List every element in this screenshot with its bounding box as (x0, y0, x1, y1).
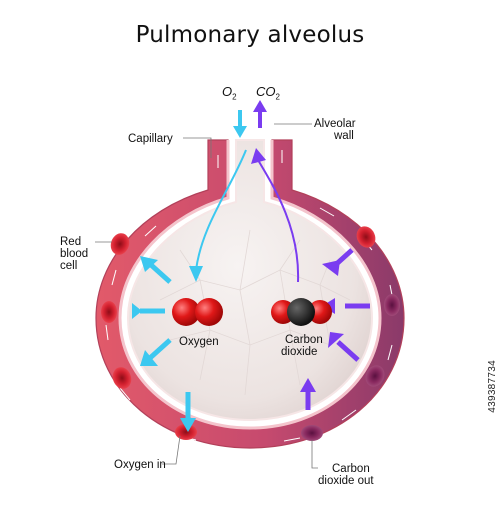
co2-label: CO2 (256, 84, 280, 102)
alveolar-wall-line-2: wall (334, 130, 354, 142)
oxygen-label: Oxygen (179, 336, 219, 348)
carbon-dioxide-molecule (271, 298, 332, 326)
rbc-line-2: blood (60, 248, 89, 260)
rbc-line-1: Red (60, 236, 82, 248)
alveolar-texture (159, 229, 351, 396)
o2-label: O2 (222, 84, 237, 102)
stock-sidebar: 439387734 (486, 0, 500, 500)
capillary-label: Capillary (128, 133, 173, 145)
carbon-dioxide-out-label: Carbon dioxide out (318, 463, 374, 487)
alveolar-wall-line-1: Alveolar (314, 118, 356, 130)
co2-out-line-1: Carbon (332, 463, 370, 475)
leader-lines (95, 123, 318, 469)
carbon-dioxide-label: Carbon dioxide (281, 334, 323, 358)
co2-line-1: Carbon (285, 334, 323, 346)
co2-line-2: dioxide (281, 346, 318, 358)
oxygen-molecule (172, 298, 223, 326)
oxygen-arrows (132, 110, 247, 432)
rbc-line-3: cell (60, 260, 78, 272)
red-blood-cells (101, 226, 400, 441)
red-blood-cell-label: Red blood cell (60, 236, 88, 272)
stock-id: 439387734 (487, 360, 498, 413)
alveolar-wall-label: Alveolar wall (314, 118, 356, 142)
diagram-title: Pulmonary alveolus (135, 22, 365, 48)
oxygen-in-label: Oxygen in (114, 459, 166, 471)
co2-out-line-2: dioxide out (318, 475, 374, 487)
